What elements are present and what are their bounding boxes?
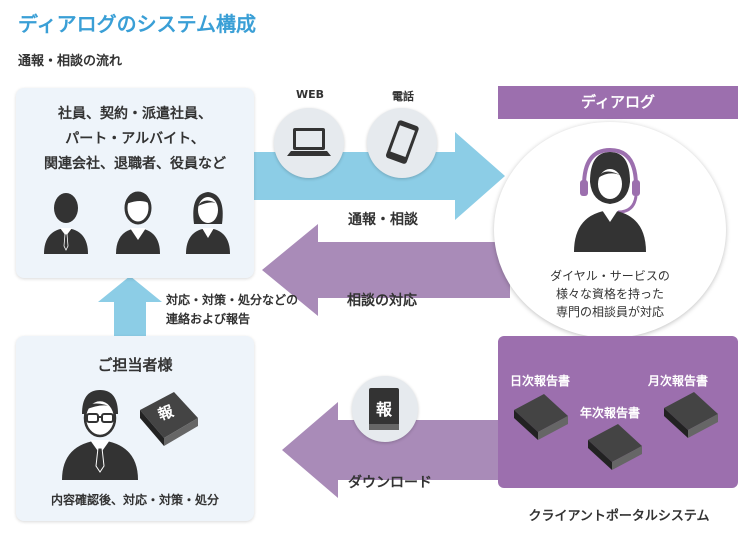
report-book-icon	[140, 392, 198, 446]
contact-title: ご担当者様	[97, 356, 173, 374]
phone-channel	[367, 108, 437, 178]
female-employee-icon	[186, 192, 230, 254]
yearly-report-book-icon	[588, 424, 642, 470]
operator-description: ダイヤル・サービスの 様々な資格を持った 専門の相談員が対応	[494, 267, 726, 321]
smartphone-icon	[386, 120, 419, 164]
monthly-report-book-icon	[664, 392, 718, 438]
daily-report-book-icon	[514, 394, 568, 440]
employees-line: パート・アルバイト、	[65, 131, 205, 147]
download-arrow	[282, 402, 498, 498]
monthly-report-label: 月次報告書	[648, 374, 709, 388]
manager-icon	[62, 390, 138, 480]
yearly-report-label: 年次報告書	[580, 406, 641, 420]
response-arrow	[262, 224, 510, 316]
upward-arrow	[98, 276, 162, 336]
web-label: WEB	[295, 88, 325, 101]
daily-report-label: 日次報告書	[510, 374, 571, 388]
upward-label-line: 対応・対策・処分などの	[166, 293, 299, 307]
contact-caption: 内容確認後、対応・対策・処分	[50, 493, 219, 507]
phone-label: 電話	[392, 90, 414, 103]
download-label: ダウンロード	[348, 475, 432, 491]
dialog-header: ディアログ	[498, 86, 738, 119]
download-book-glyph: 報	[376, 400, 393, 419]
page-subtitle: 通報・相談の流れ	[18, 54, 123, 69]
contact-panel: ご担当者様 報 内容確認後、対応・対策・処分	[16, 336, 254, 521]
report-book-icon	[369, 388, 399, 430]
response-label: 相談の対応	[347, 293, 417, 309]
upward-label-line: 連絡および報告	[166, 312, 251, 326]
operator-line: 専門の相談員が対応	[555, 305, 664, 319]
download-book-circle: 報	[352, 376, 418, 442]
male-employee-icon	[44, 193, 88, 254]
employees-line: 社員、契約・派遣社員、	[58, 106, 212, 122]
upward-label: 対応・対策・処分などの 連絡および報告	[166, 291, 298, 329]
employees-panel: 社員、契約・派遣社員、 パート・アルバイト、 関連会社、退職者、役員など	[16, 88, 254, 278]
web-channel	[274, 108, 344, 178]
operator-line: ダイヤル・サービスの	[550, 269, 670, 283]
contact-book: 報	[136, 388, 202, 454]
laptop-icon	[287, 128, 331, 156]
report-label: 通報・相談	[348, 212, 418, 228]
operator-line: 様々な資格を持った	[555, 287, 664, 301]
portal-caption: クライアントポータルシステム	[528, 509, 710, 524]
employees-description: 社員、契約・派遣社員、 パート・アルバイト、 関連会社、退職者、役員など	[16, 102, 254, 177]
operator-circle: ダイヤル・サービスの 様々な資格を持った 専門の相談員が対応	[494, 122, 726, 338]
page-title: ディアログのシステム構成	[18, 12, 256, 36]
employees-line: 関連会社、退職者、役員など	[44, 156, 226, 172]
parttime-employee-icon	[116, 191, 160, 254]
client-portal-box: 日次報告書 月次報告書 年次報告書	[498, 336, 738, 488]
operator-headset-icon	[574, 147, 646, 252]
